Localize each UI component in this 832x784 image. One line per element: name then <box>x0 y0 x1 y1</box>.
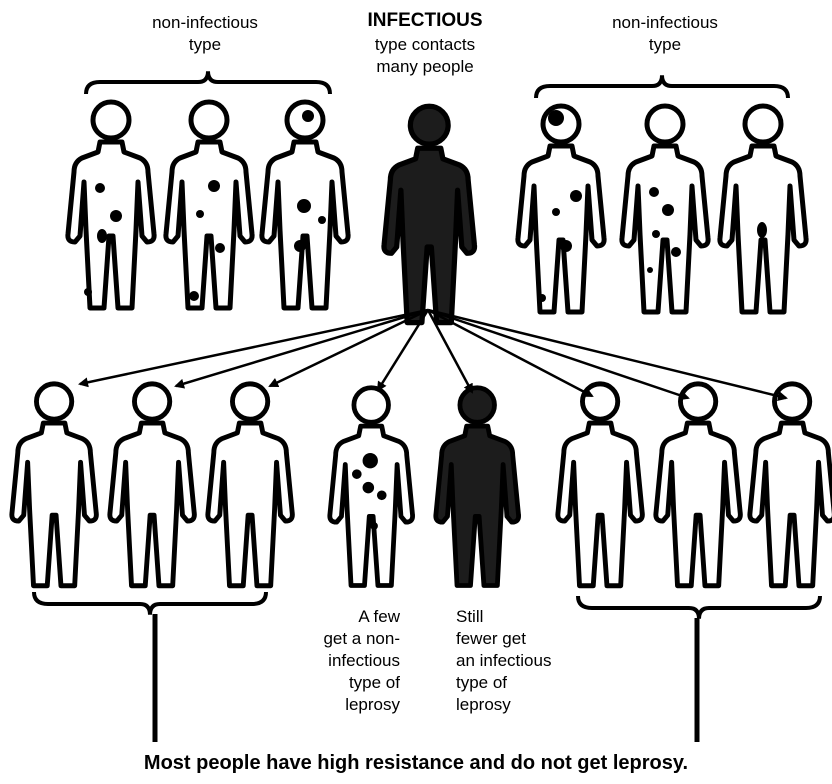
arrow-to-bottom-right-2 <box>427 308 690 401</box>
figure-top-left-1 <box>65 99 157 311</box>
figure-bottom-infectious <box>433 385 521 588</box>
arrow-to-bottom-right-3 <box>427 308 788 401</box>
figure-bottom-noninfectious <box>327 385 415 588</box>
figure-infectious-source <box>381 103 478 326</box>
infectious-subtitle: type contacts many people <box>374 35 476 76</box>
figure-bottom-left-1 <box>9 381 99 589</box>
figure-top-right-2 <box>619 103 711 315</box>
figure-bottom-left-3 <box>205 381 295 589</box>
figure-top-right-3 <box>717 103 809 315</box>
arrow-to-bottom-right-1 <box>427 308 594 398</box>
figure-top-left-2 <box>163 99 255 311</box>
figure-top-right-1 <box>515 103 607 315</box>
diagram-caption: Most people have high resistance and do … <box>143 752 689 774</box>
brace-top-right <box>534 75 790 99</box>
figure-bottom-right-3 <box>747 381 832 589</box>
brace-top-left <box>84 71 332 95</box>
top-left-group-label: non-infectious type <box>152 13 258 54</box>
top-right-group-label: non-infectious type <box>612 13 718 54</box>
fewer-infectious-label: Still fewer get an infectious type of le… <box>456 607 552 714</box>
few-noninfectious-label: A few get a non- infectious type of lepr… <box>323 607 400 714</box>
brace-bottom-left <box>32 591 268 615</box>
arrow-to-bottom-left-1 <box>78 308 429 388</box>
figure-bottom-left-2 <box>107 381 197 589</box>
figure-top-left-3 <box>259 99 351 311</box>
figure-bottom-right-2 <box>653 381 743 589</box>
infectious-title: INFECTIOUS <box>367 10 483 31</box>
arrow-to-bottom-infectious <box>426 309 474 394</box>
arrow-to-bottom-noninfectious <box>376 309 430 392</box>
arrow-to-bottom-left-3 <box>268 308 429 388</box>
arrow-to-bottom-left-2 <box>174 308 429 389</box>
figure-bottom-right-1 <box>555 381 645 589</box>
